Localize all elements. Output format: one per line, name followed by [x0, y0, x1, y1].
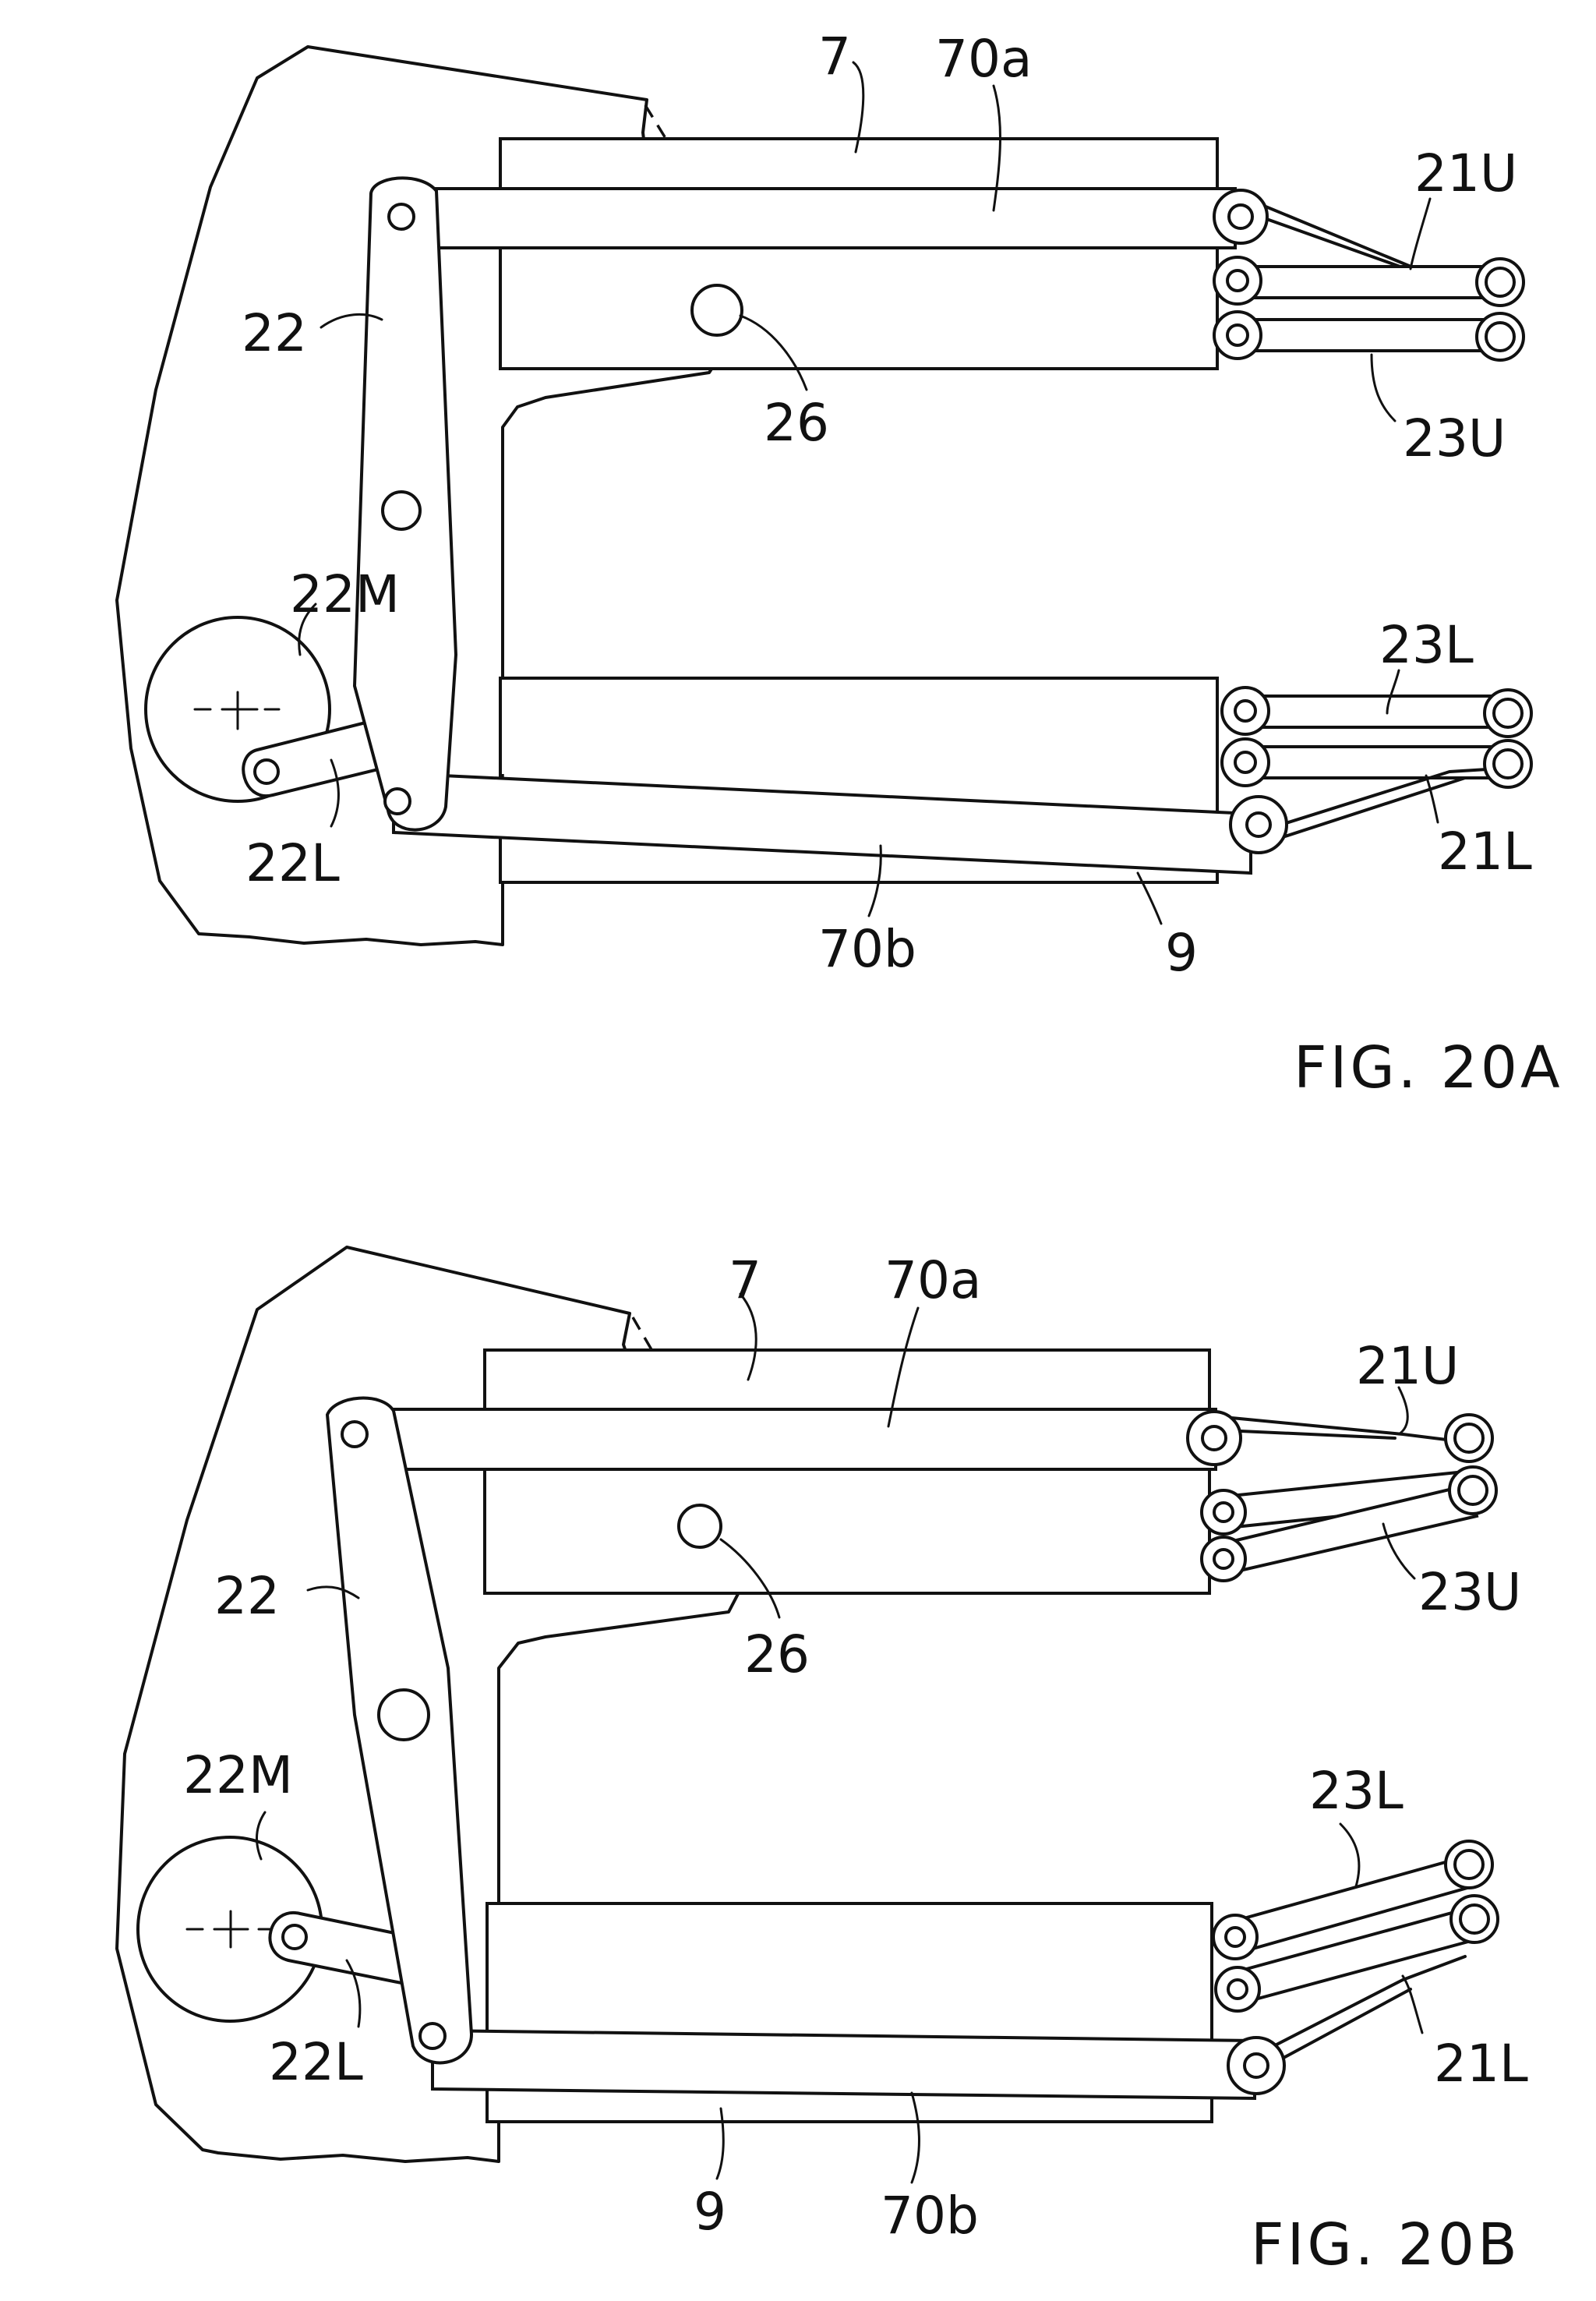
leader-70a — [887, 1306, 920, 1428]
leader-9 — [715, 2107, 725, 2180]
leader-9 — [1136, 871, 1163, 925]
label-7: 7 — [729, 1250, 761, 1310]
label-70b: 70b — [881, 2186, 979, 2246]
leader-23l — [1386, 669, 1400, 715]
leader-26 — [739, 314, 808, 391]
label-22m: 22M — [183, 1745, 293, 1805]
figure-20b: 7 70a 21U 22 26 23U 22M 23L 22L 21L 70b … — [115, 1246, 1528, 2278]
label-22l: 22L — [245, 833, 340, 893]
label-22l: 22L — [269, 2032, 363, 2092]
label-26: 26 — [764, 393, 829, 453]
pivot-26 — [677, 1504, 722, 1549]
lower-right-linkage — [1212, 1840, 1499, 2095]
leader-70b — [867, 844, 882, 917]
leader-21u — [1409, 197, 1432, 270]
leader-23u — [1382, 1522, 1416, 1580]
leader-22l — [330, 758, 340, 828]
leader-23l — [1339, 1822, 1361, 1888]
leader-70a — [992, 84, 1001, 212]
label-7: 7 — [818, 27, 851, 87]
caption-fig-20b: FIG. 20B — [1251, 2211, 1520, 2278]
label-23u: 23U — [1403, 408, 1506, 468]
upper-box-7 — [483, 1348, 1211, 1595]
label-23l: 23L — [1309, 1761, 1404, 1821]
leader-23u — [1370, 353, 1396, 422]
leader-7 — [852, 61, 865, 154]
pivot-26 — [690, 284, 743, 337]
lever-pivot-top — [387, 203, 415, 231]
upper-link-70a — [353, 1408, 1217, 1471]
leader-21l — [1425, 774, 1439, 824]
label-23u: 23U — [1418, 1562, 1521, 1622]
label-9: 9 — [694, 2182, 726, 2242]
crank-pin-1 — [253, 758, 280, 785]
leader-21l — [1401, 1974, 1424, 2034]
label-21u: 21U — [1356, 1336, 1459, 1396]
leader-22m — [256, 1811, 267, 1861]
label-21l: 21L — [1438, 822, 1532, 882]
leader-22l — [345, 1959, 362, 2028]
label-70a: 70a — [935, 29, 1032, 89]
leader-22 — [306, 1585, 360, 1599]
upper-box-7 — [499, 137, 1219, 370]
lever-pivot-bottom — [383, 787, 411, 815]
lever-pivot-mid — [381, 490, 422, 531]
leader-26 — [719, 1538, 781, 1619]
upper-link-70a — [394, 187, 1237, 249]
lever-pivot-bottom — [418, 2022, 447, 2050]
label-21l: 21L — [1434, 2034, 1528, 2094]
upper-right-linkage — [1186, 1410, 1498, 1582]
lever-pivot-mid — [377, 1688, 430, 1741]
leader-22m — [298, 603, 317, 656]
lower-link-70b — [431, 2028, 1256, 2101]
label-9: 9 — [1165, 923, 1198, 983]
label-70b: 70b — [818, 919, 916, 979]
label-21u: 21U — [1414, 143, 1517, 203]
crank-pin-1 — [281, 1924, 308, 1950]
leader-21u — [1397, 1386, 1409, 1436]
lower-right-linkage — [1220, 686, 1533, 854]
lever-pivot-top — [341, 1420, 369, 1448]
upper-right-linkage — [1213, 189, 1525, 362]
leader-22 — [320, 313, 383, 329]
caption-fig-20a: FIG. 20A — [1294, 1034, 1563, 1101]
figure-20a: 7 70a 21U 22 26 23U 22M 23L 22L 21L 70b … — [115, 27, 1563, 1101]
label-70a: 70a — [885, 1250, 981, 1310]
leader-7 — [739, 1292, 757, 1381]
label-23l: 23L — [1379, 615, 1474, 675]
label-22: 22 — [242, 303, 307, 363]
label-26: 26 — [744, 1624, 810, 1684]
label-22: 22 — [214, 1566, 280, 1626]
label-22m: 22M — [290, 564, 400, 624]
leader-70b — [910, 2091, 920, 2184]
